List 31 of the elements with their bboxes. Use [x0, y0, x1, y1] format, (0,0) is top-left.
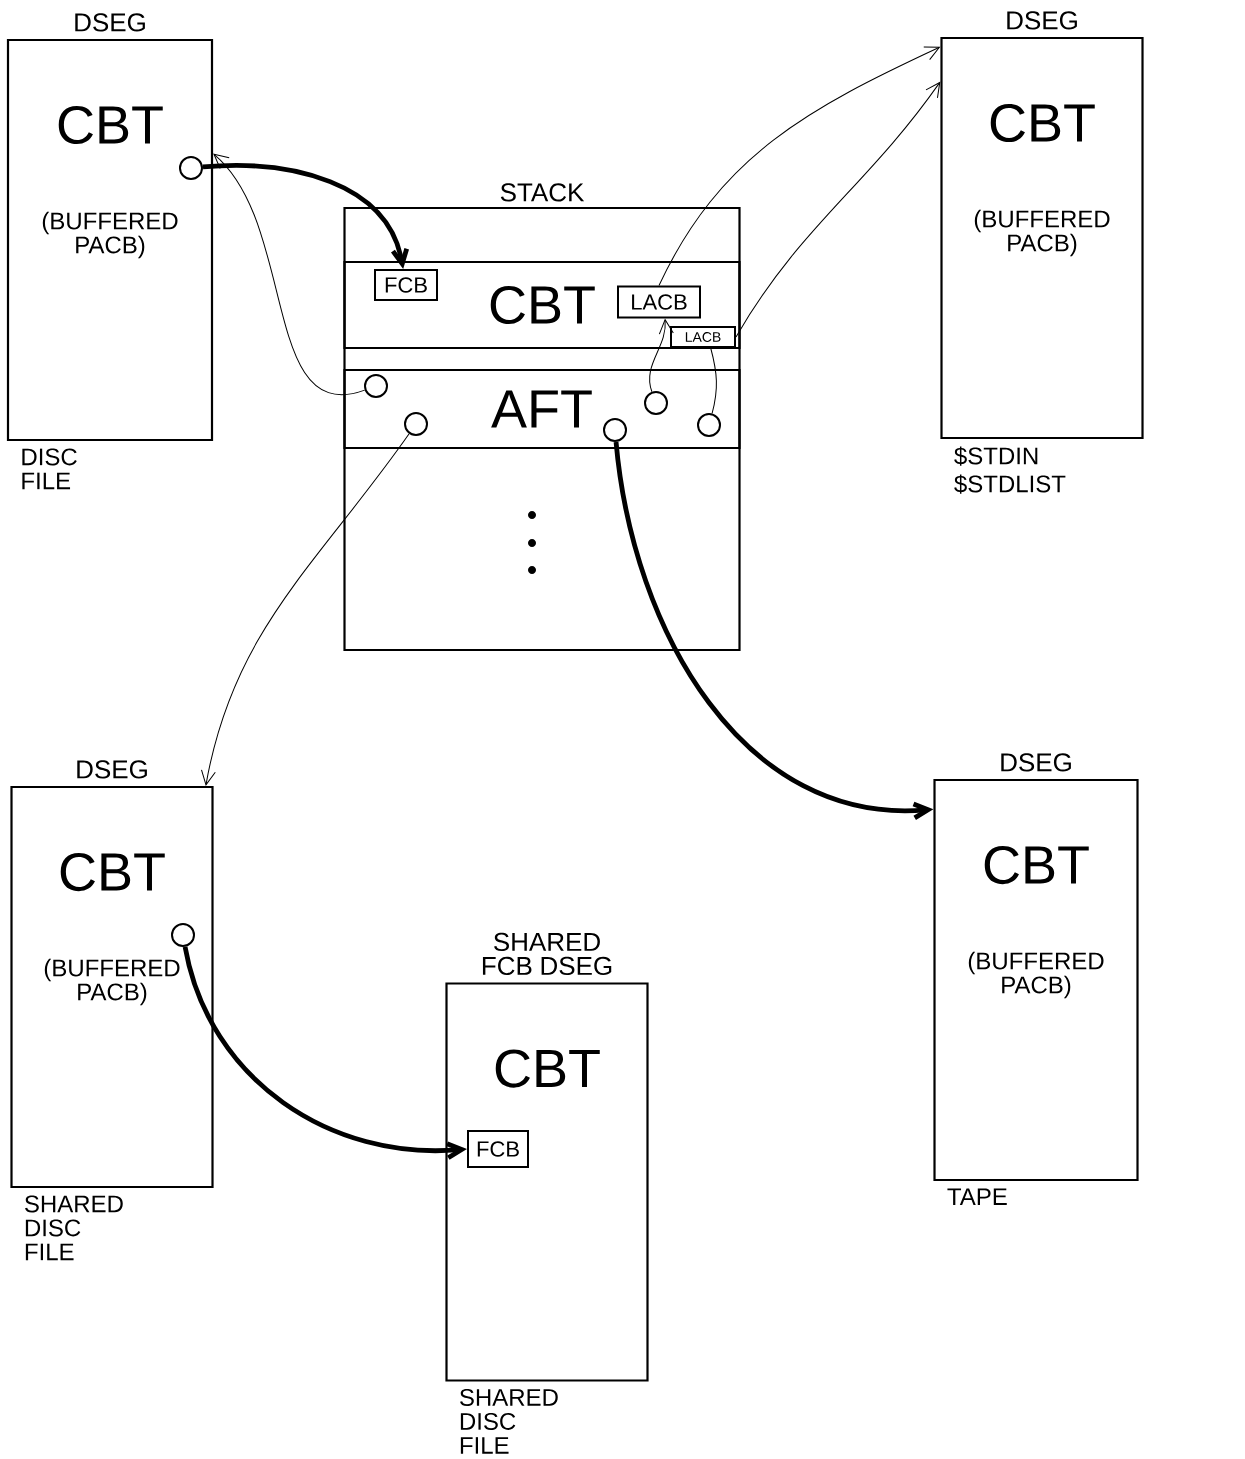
arrow [213, 153, 366, 396]
arrow [658, 46, 940, 286]
file-caption: $STDIN [954, 446, 1038, 466]
arrow [649, 319, 674, 393]
control-block-box: LACB [617, 285, 701, 319]
pointer-circle [404, 412, 428, 436]
control-block-box: FCB [467, 1130, 529, 1168]
pointer-circle [364, 374, 388, 398]
arrow [182, 946, 467, 1160]
pointer-circle [644, 391, 668, 415]
node-label: STACK [500, 183, 585, 202]
file-caption: SHARED DISC FILE [25, 1195, 123, 1261]
pointer-circle [603, 418, 627, 442]
memory-segment-box: DSEG CBT (BUFFERED PACB) [940, 11, 1144, 440]
arrow [201, 433, 410, 786]
file-caption: DISC FILE [22, 448, 77, 490]
control-block-box: FCB [374, 269, 438, 301]
pointer-circle [171, 923, 195, 947]
table-band: AFT [343, 368, 741, 450]
file-caption: $STDLIST [954, 474, 1066, 494]
arrow [202, 163, 409, 269]
arrow [613, 441, 934, 820]
memory-segment-box: DSEG CBT (BUFFERED PACB) [933, 753, 1139, 1182]
control-block-box: LACB [670, 326, 736, 348]
file-caption: SHARED DISC FILE [460, 1388, 558, 1454]
pointer-circle [179, 156, 203, 180]
memory-segment-box: DSEG CBT (BUFFERED PACB) [10, 760, 214, 1189]
arrow [735, 81, 941, 338]
pointer-circle [697, 413, 721, 437]
memory-segment-box: DSEG CBT (BUFFERED PACB) [6, 13, 214, 442]
file-caption: TAPE [947, 1188, 1007, 1205]
